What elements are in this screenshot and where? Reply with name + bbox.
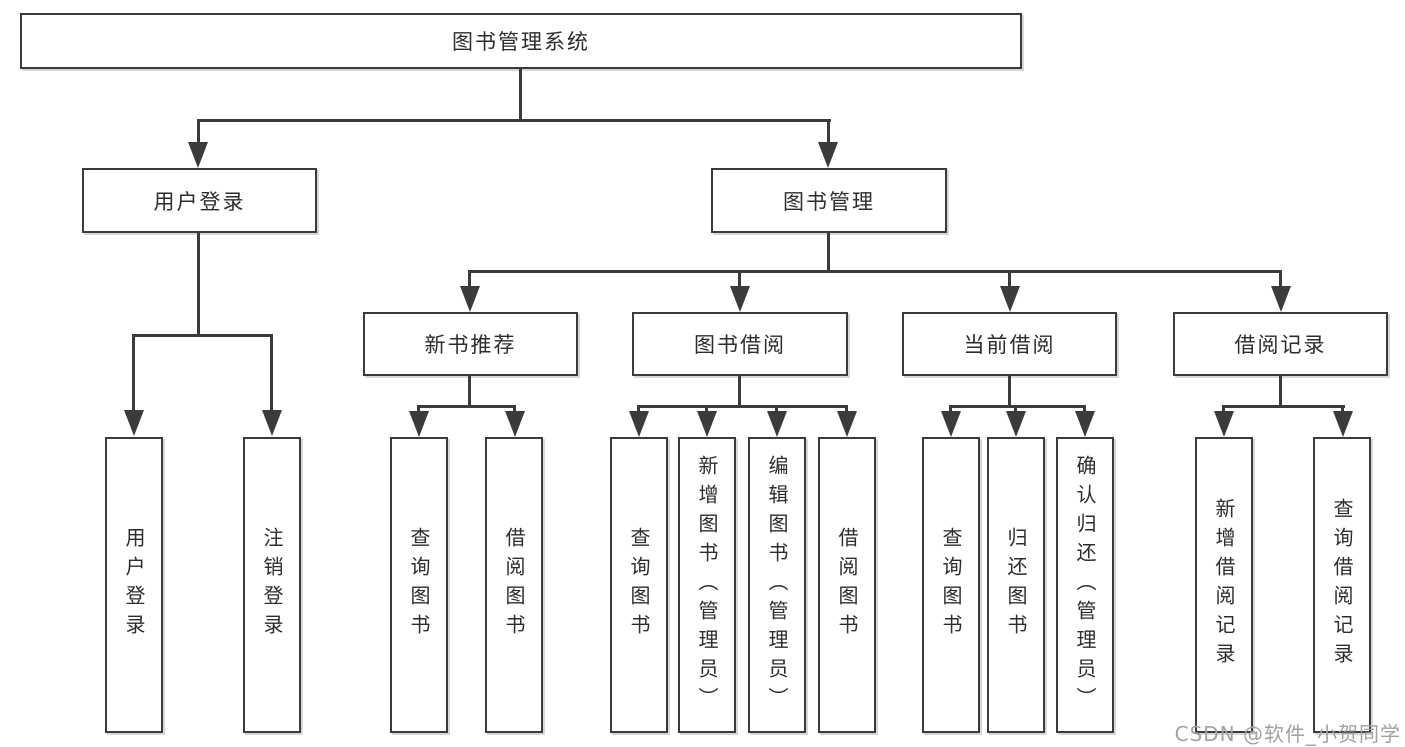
connector-line [738, 270, 741, 288]
leaf-edit-book-admin: 编辑图书（管理员） [748, 437, 806, 733]
leaf-query-borrow-record: 查询借阅记录 [1313, 437, 1371, 733]
arrow-head [629, 411, 649, 437]
arrow-head [460, 286, 480, 312]
arrow-head [1006, 411, 1026, 437]
connector-line [1083, 405, 1086, 413]
connector-line [468, 270, 471, 288]
arrow-head [409, 411, 429, 437]
arrow-head [1271, 286, 1291, 312]
connector-line [1014, 405, 1017, 413]
leaf-user-login: 用户登录 [105, 437, 163, 733]
connector-line [637, 405, 640, 413]
leaf-label: 归还图书 [1004, 527, 1028, 643]
connector-line [132, 334, 135, 412]
connector-line [949, 405, 1086, 408]
connector-line [197, 119, 200, 146]
connector-line [468, 270, 1282, 273]
leaf-logout: 注销登录 [243, 437, 301, 733]
leaf-add-book-admin: 新增图书（管理员） [678, 437, 736, 733]
connector-line [1341, 405, 1344, 413]
node-label: 图书管理 [783, 189, 875, 214]
connector-line [417, 405, 420, 413]
node-current-borrowing: 当前借阅 [902, 312, 1117, 376]
arrow-head [262, 410, 282, 436]
leaf-label: 借阅图书 [502, 527, 526, 643]
leaf-label: 查询借阅记录 [1330, 498, 1354, 672]
leaf-add-borrow-record: 新增借阅记录 [1195, 437, 1253, 733]
connector-line [468, 376, 471, 407]
connector-line [1222, 405, 1225, 413]
connector-line [949, 405, 952, 413]
node-book-management: 图书管理 [711, 168, 947, 233]
connector-line [827, 233, 830, 273]
leaf-label: 查询图书 [627, 527, 651, 643]
leaf-return-book: 归还图书 [987, 437, 1045, 733]
connector-line [197, 119, 831, 122]
arrow-head [697, 411, 717, 437]
leaf-label: 查询图书 [407, 527, 431, 643]
node-borrowing-records: 借阅记录 [1173, 312, 1388, 376]
connector-line [197, 233, 200, 336]
leaf-label: 查询图书 [939, 527, 963, 643]
connector-line [827, 119, 830, 146]
arrow-head [188, 142, 208, 168]
node-book-borrowing: 图书借阅 [632, 312, 848, 376]
leaf-query-books-recommend: 查询图书 [390, 437, 448, 733]
leaf-label: 新增图书（管理员） [695, 454, 719, 716]
node-label: 图书管理系统 [452, 30, 590, 54]
connector-line [637, 405, 848, 408]
arrow-head [767, 411, 787, 437]
leaf-borrow-books-borrowing: 借阅图书 [818, 437, 876, 733]
arrow-head [505, 411, 525, 437]
connector-line [1279, 376, 1282, 407]
leaf-label: 新增借阅记录 [1212, 498, 1236, 672]
connector-line [1222, 405, 1345, 408]
arrow-head [941, 411, 961, 437]
arrow-head [1333, 411, 1353, 437]
node-label: 用户登录 [153, 189, 246, 214]
connector-line [513, 405, 516, 413]
leaf-label: 用户登录 [122, 527, 146, 643]
arrow-head [1214, 411, 1234, 437]
leaf-confirm-return-admin: 确认归还（管理员） [1056, 437, 1114, 733]
connector-line [705, 405, 708, 413]
connector-line [1008, 376, 1011, 407]
arrow-head [837, 411, 857, 437]
arrow-head [1075, 411, 1095, 437]
arrow-head [730, 286, 750, 312]
node-new-book-recommendation: 新书推荐 [363, 312, 578, 376]
connector-line [270, 334, 273, 412]
leaf-query-books-current: 查询图书 [922, 437, 980, 733]
node-library-management-system: 图书管理系统 [20, 13, 1022, 69]
connector-line [775, 405, 778, 413]
leaf-label: 编辑图书（管理员） [765, 454, 789, 716]
node-label: 图书借阅 [694, 333, 786, 357]
connector-line [519, 69, 522, 119]
arrow-head [818, 142, 838, 168]
connector-line [1008, 270, 1011, 288]
node-label: 新书推荐 [424, 333, 517, 357]
arrow-head [124, 410, 144, 436]
arrow-head [1000, 286, 1020, 312]
node-user-login: 用户登录 [82, 168, 317, 233]
node-label: 借阅记录 [1234, 333, 1327, 357]
leaf-label: 注销登录 [260, 527, 284, 643]
connector-line [132, 334, 273, 337]
connector-line [417, 405, 516, 408]
connector-line [738, 376, 741, 407]
connector-line [1279, 270, 1282, 288]
node-label: 当前借阅 [963, 333, 1056, 357]
leaf-borrow-books-recommend: 借阅图书 [485, 437, 543, 733]
leaf-query-books-borrowing: 查询图书 [610, 437, 668, 733]
leaf-label: 借阅图书 [835, 527, 859, 643]
csdn-watermark: CSDN @软件_小贺同学 [1174, 722, 1401, 746]
leaf-label: 确认归还（管理员） [1073, 454, 1097, 716]
connector-line [845, 405, 848, 413]
